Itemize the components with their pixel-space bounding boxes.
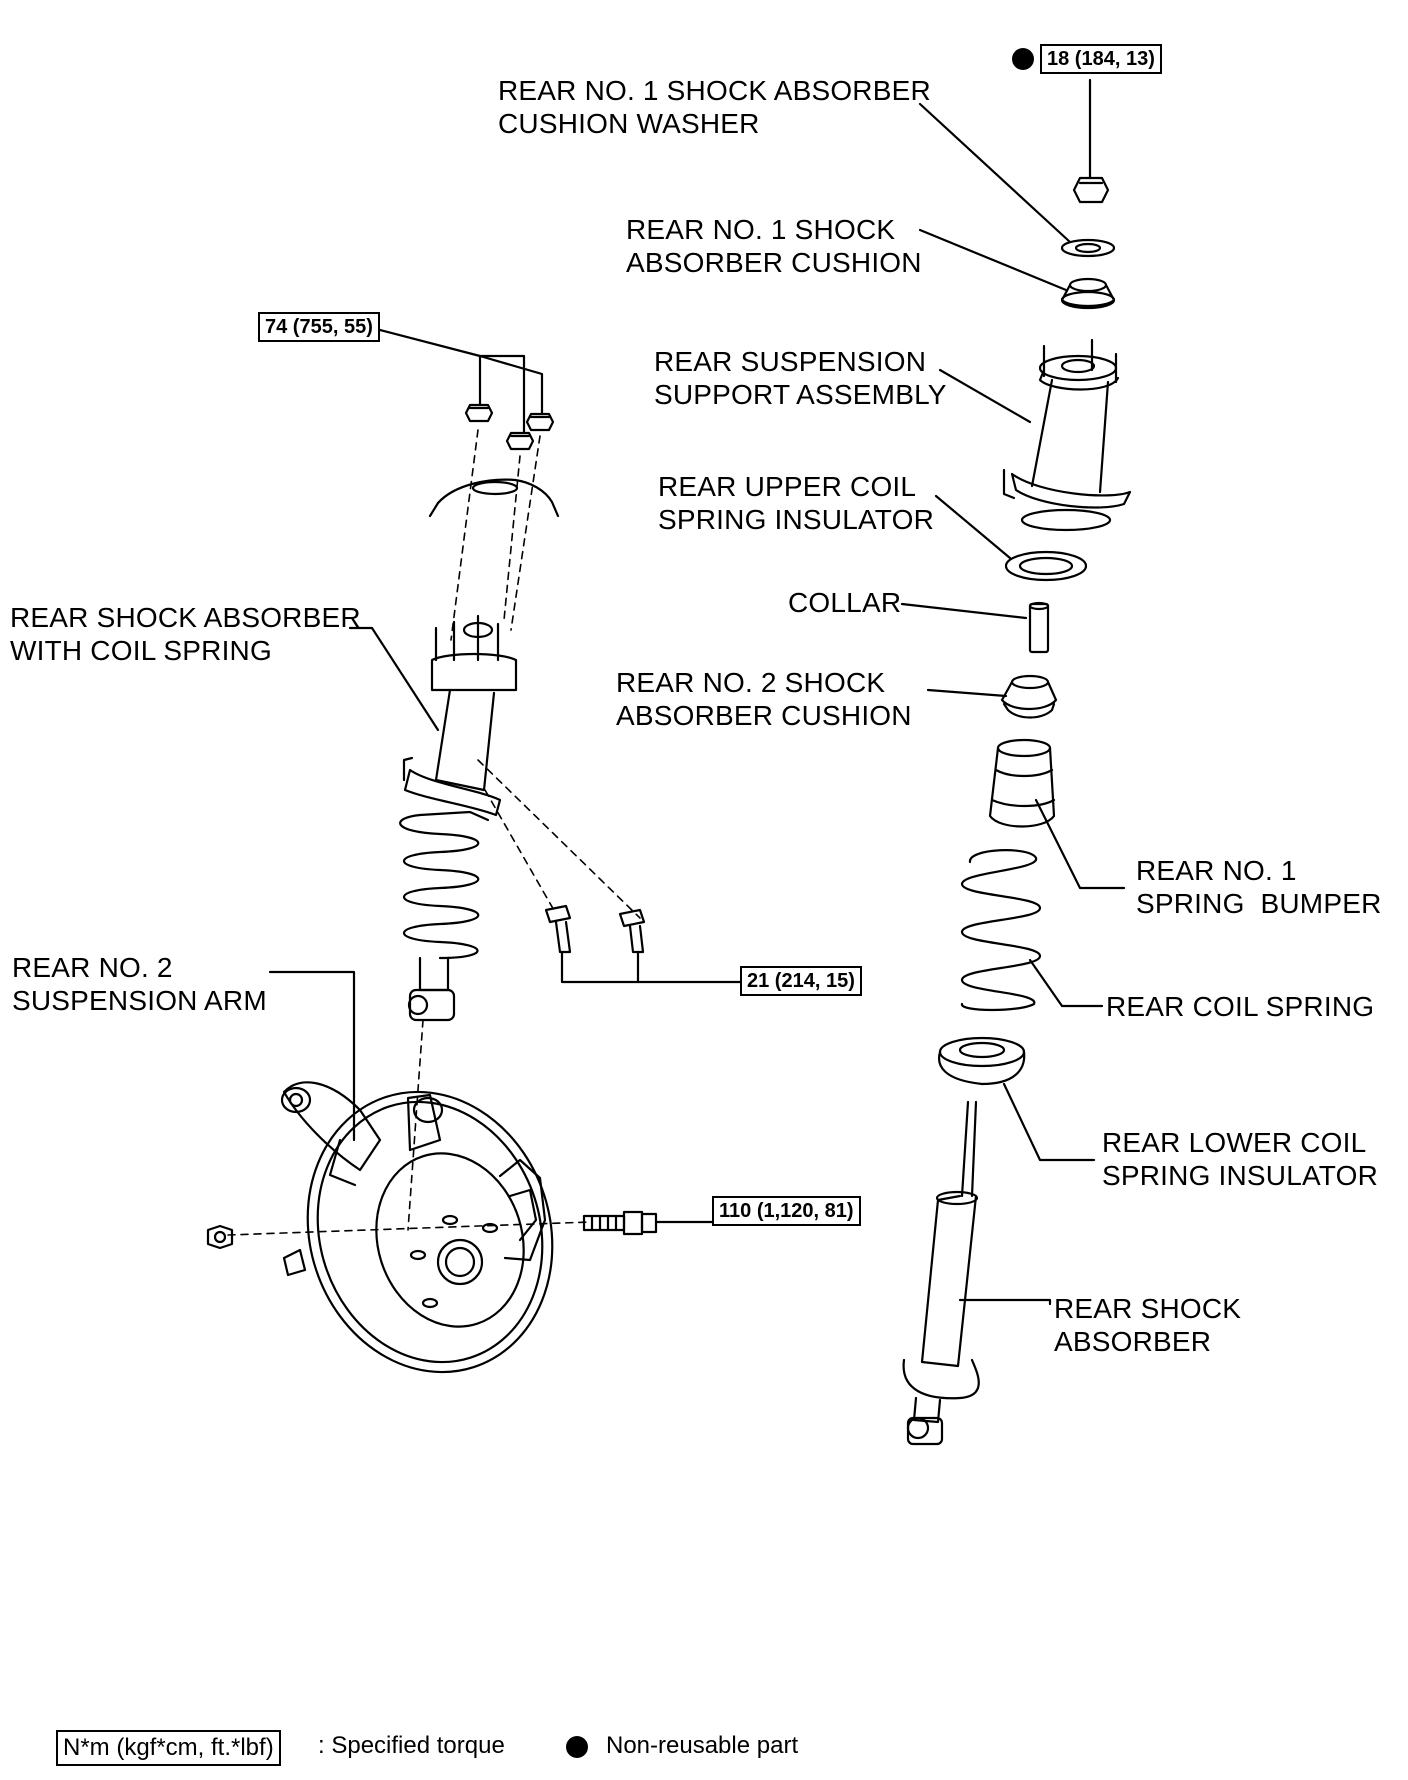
- shock-with-spring-drawing: [399, 614, 518, 1022]
- cushion-washer-drawing: [1060, 238, 1116, 258]
- no1-cushion-drawing: [1060, 277, 1116, 310]
- label-shock-absorber-with-coil-spring: REAR SHOCK ABSORBER WITH COIL SPRING: [10, 602, 361, 666]
- torque-support-nuts: 74 (755, 55): [258, 312, 380, 342]
- coil-spring-drawing: [960, 849, 1042, 1012]
- nonreusable-dot-icon: [1012, 48, 1034, 70]
- collar-drawing: [1028, 601, 1050, 654]
- shock-absorber-drawing: [902, 1100, 980, 1446]
- torque-knuckle-bolt: 110 (1,120, 81): [712, 1196, 861, 1226]
- label-cushion-washer: REAR NO. 1 SHOCK ABSORBER CUSHION WASHER: [498, 75, 931, 139]
- support-nuts-drawing: [464, 403, 555, 451]
- no2-cushion-drawing: [1000, 674, 1058, 719]
- legend-nonreusable-dot-icon: [566, 1736, 588, 1758]
- label-shock-absorber: REAR SHOCK ABSORBER: [1054, 1293, 1242, 1357]
- label-no1-shock-absorber-cushion: REAR NO. 1 SHOCK ABSORBER CUSHION: [626, 214, 922, 278]
- legend-torque-box: N*m (kgf*cm, ft.*lbf): [56, 1730, 281, 1766]
- lower-bolts-drawing: [544, 904, 646, 954]
- label-suspension-support-assembly: REAR SUSPENSION SUPPORT ASSEMBLY: [654, 346, 947, 410]
- label-coil-spring: REAR COIL SPRING: [1106, 991, 1375, 1022]
- label-suspension-arm: REAR NO. 2 SUSPENSION ARM: [12, 952, 267, 1016]
- label-no2-shock-absorber-cushion: REAR NO. 2 SHOCK ABSORBER CUSHION: [616, 667, 912, 731]
- legend-nonreusable-text: Non-reusable part: [606, 1732, 799, 1759]
- leader-lines: [268, 78, 1126, 1306]
- spring-bumper-drawing: [988, 738, 1056, 828]
- lower-insulator-drawing: [938, 1036, 1026, 1086]
- torque-top-nut: 18 (184, 13): [1040, 44, 1162, 74]
- knuckle-nut-drawing: [206, 1224, 234, 1250]
- label-spring-bumper: REAR NO. 1 SPRING BUMPER: [1136, 855, 1382, 919]
- label-upper-coil-spring-insulator: REAR UPPER COIL SPRING INSULATOR: [658, 471, 934, 535]
- torque-lower-bolts: 21 (214, 15): [740, 966, 862, 996]
- label-collar: COLLAR: [788, 587, 902, 618]
- upper-insulator-drawing: [1004, 550, 1088, 582]
- label-lower-coil-spring-insulator: REAR LOWER COIL SPRING INSULATOR: [1102, 1127, 1378, 1191]
- body-panel-outline: [428, 478, 560, 518]
- knuckle-hub-drawing: [280, 1081, 554, 1374]
- top-nut-drawing: [1072, 176, 1110, 204]
- knuckle-bolt-drawing: [582, 1210, 658, 1236]
- support-assembly-drawing: [1002, 338, 1132, 532]
- legend-torque-text: : Specified torque: [318, 1732, 505, 1759]
